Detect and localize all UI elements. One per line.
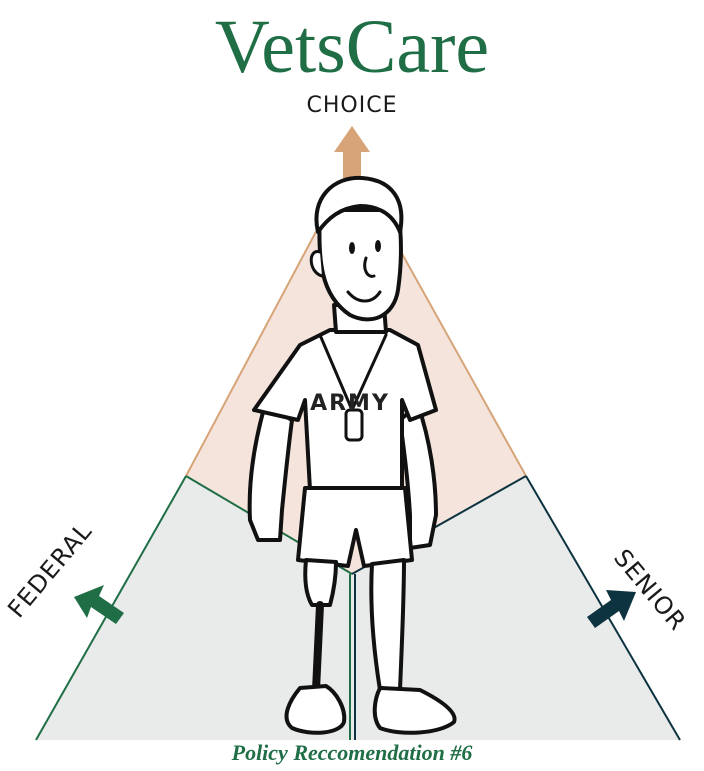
choice-arrow-icon bbox=[334, 126, 370, 178]
left-shoe bbox=[287, 686, 345, 733]
prosthetic-pylon bbox=[316, 605, 320, 690]
prosthetic-socket bbox=[305, 560, 336, 605]
right-eye bbox=[375, 240, 381, 252]
left-eye bbox=[349, 242, 355, 254]
right-leg bbox=[371, 560, 404, 690]
caption: Policy Reccomendation #6 bbox=[0, 740, 704, 766]
shirt-army-text: ARMY bbox=[310, 391, 390, 416]
choice-label: CHOICE bbox=[0, 93, 704, 118]
